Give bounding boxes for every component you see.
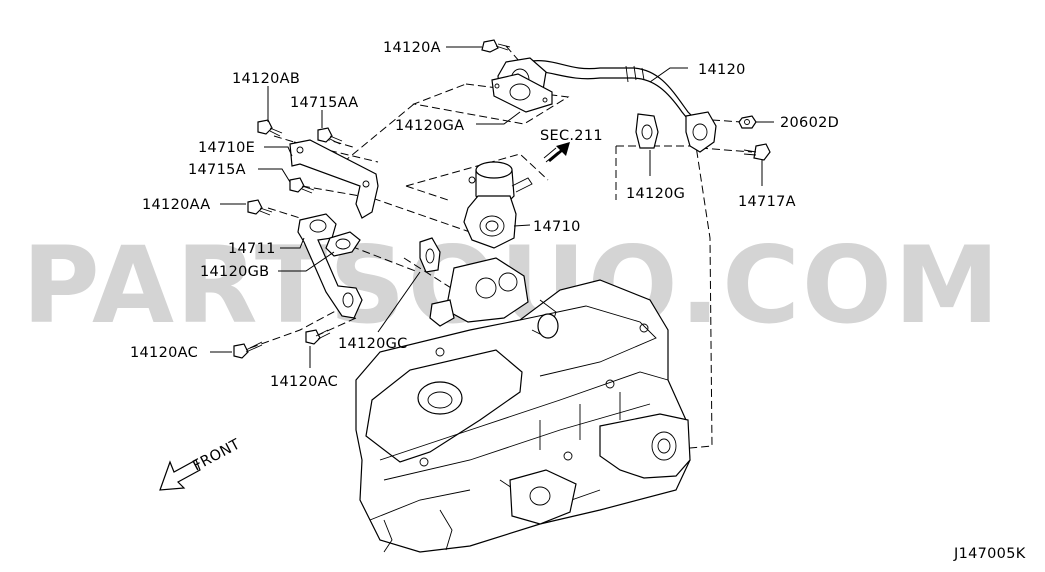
bracket-14710e	[289, 139, 379, 219]
callout-14120ac-right: 14120AC	[270, 374, 338, 390]
callout-14120gb: 14120GB	[200, 264, 269, 280]
callout-14120aa: 14120AA	[142, 197, 210, 213]
bolt-14120a	[481, 39, 511, 53]
callout-14711: 14711	[228, 241, 276, 257]
bolt-14120ac-left	[233, 341, 263, 359]
gasket-14120gc	[419, 237, 441, 273]
callout-14715a: 14715A	[188, 162, 246, 178]
section-reference: SEC.211	[540, 128, 603, 144]
front-label: FRONT	[190, 436, 243, 474]
bolt-14120ac-right	[305, 329, 331, 345]
egr-valve	[463, 161, 533, 249]
callout-14120ab: 14120AB	[232, 71, 300, 87]
callout-14120ga: 14120GA	[395, 118, 464, 134]
gasket-14120gb	[325, 231, 361, 257]
callout-14710: 14710	[533, 219, 581, 235]
engine-cylinder-head	[355, 257, 691, 553]
bolt-14715aa	[317, 127, 343, 145]
callout-14710e: 14710E	[198, 140, 255, 156]
bolt-14717a	[743, 143, 771, 161]
gasket-14120ga	[491, 73, 553, 113]
callout-14120ac-left: 14120AC	[130, 345, 198, 361]
callout-14120g: 14120G	[626, 186, 685, 202]
egr-pipe-14711	[297, 213, 363, 319]
gasket-14120g	[635, 113, 659, 149]
bolt-14715a	[289, 177, 315, 194]
callout-14120: 14120	[698, 62, 746, 78]
callout-14715aa: 14715AA	[290, 95, 358, 111]
dashed-guide-lines	[249, 45, 753, 449]
leader-lines	[210, 46, 774, 368]
bolt-14120aa	[247, 199, 273, 216]
callout-20602d: 20602D	[780, 115, 839, 131]
section-arrow	[543, 142, 570, 163]
callout-14120a: 14120A	[383, 40, 441, 56]
callout-14717a: 14717A	[738, 194, 796, 210]
callout-14120gc: 14120GC	[338, 336, 408, 352]
nut-20602d	[738, 115, 757, 129]
diagram-code: J147005K	[953, 546, 1026, 562]
bolt-14120ab	[257, 119, 283, 137]
front-arrow-icon	[159, 459, 201, 491]
